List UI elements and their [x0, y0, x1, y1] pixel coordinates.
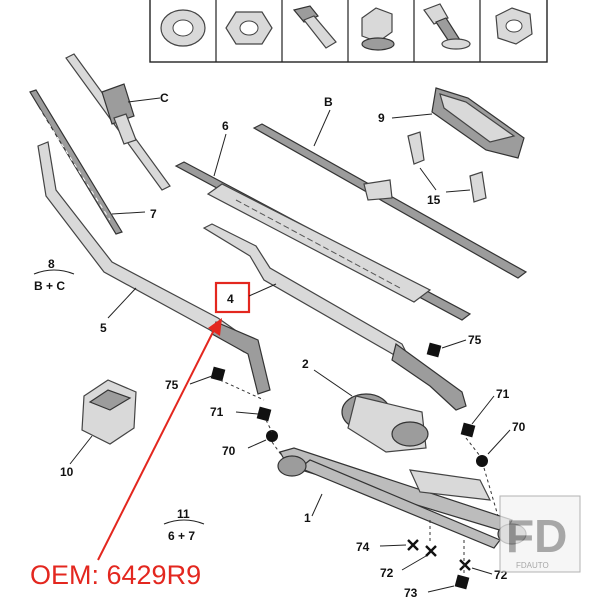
fastener-72-left — [425, 545, 437, 557]
fastener-70-right — [476, 455, 488, 467]
oem-number: OEM: 6429R9 — [30, 560, 201, 590]
label-71-left: 71 — [210, 405, 224, 419]
label-7: 7 — [150, 207, 157, 221]
screw-icon — [423, 3, 471, 50]
part-b-blade — [252, 123, 528, 279]
kit-8: 8 B + C — [33, 257, 75, 293]
nut-icon — [495, 7, 533, 45]
label-4: 4 — [227, 292, 234, 306]
label-75-left: 75 — [165, 378, 179, 392]
fastener-group-bottom — [407, 520, 471, 590]
label-70-left: 70 — [222, 444, 236, 458]
part-2-motor — [341, 393, 429, 453]
part-1-linkage — [277, 447, 527, 549]
fastener-group-right — [426, 342, 499, 517]
fastener-74 — [407, 539, 419, 551]
label-70-right: 70 — [512, 420, 526, 434]
label-8: 8 — [48, 257, 55, 271]
highlight-box — [214, 281, 251, 314]
label-74: 74 — [356, 540, 370, 554]
label-1: 1 — [304, 511, 311, 525]
bolt-icon — [292, 5, 337, 49]
label-71-right: 71 — [496, 387, 510, 401]
label-b-plus-c: B + C — [34, 279, 65, 293]
label-6-plus-7: 6 + 7 — [168, 529, 195, 543]
red-arrow-pointer — [97, 318, 222, 561]
fastener-73 — [454, 574, 470, 590]
part-10-module — [81, 379, 137, 445]
fastener-group-left — [210, 366, 283, 457]
label-15: 15 — [427, 193, 441, 207]
label-5: 5 — [100, 321, 107, 335]
part-c-blade — [65, 53, 171, 191]
fastener-strip — [149, 0, 548, 63]
fastener-72-right — [459, 559, 471, 571]
fastener-75-left — [210, 366, 226, 382]
fastener-71-right — [460, 422, 476, 438]
label-2: 2 — [302, 357, 309, 371]
fastener-70-left — [266, 430, 278, 442]
label-11: 11 — [177, 507, 190, 521]
part-6-blade — [174, 161, 472, 321]
hex-nut-icon — [225, 11, 273, 45]
part-15-clips — [407, 131, 487, 203]
label-9: 9 — [378, 111, 385, 125]
part-4-right-arm — [202, 223, 467, 411]
watermark-mark: FD — [506, 510, 567, 562]
kit-11: 11 6 + 7 — [163, 507, 205, 543]
label-b: B — [324, 95, 333, 109]
label-75-right: 75 — [468, 333, 482, 347]
watermark: FD FDAUTO — [499, 495, 581, 573]
part-7-rubber — [29, 89, 123, 235]
fastener-75-right — [426, 342, 442, 358]
washer-icon — [160, 9, 206, 47]
fastener-71-left — [256, 406, 272, 422]
watermark-name: FDAUTO — [516, 561, 549, 570]
flange-nut-icon — [361, 7, 395, 51]
label-73: 73 — [404, 586, 418, 600]
label-c: C — [160, 91, 169, 105]
label-72-left: 72 — [380, 566, 394, 580]
part-9-sensor — [431, 87, 525, 159]
label-10: 10 — [60, 465, 74, 479]
label-6: 6 — [222, 119, 229, 133]
